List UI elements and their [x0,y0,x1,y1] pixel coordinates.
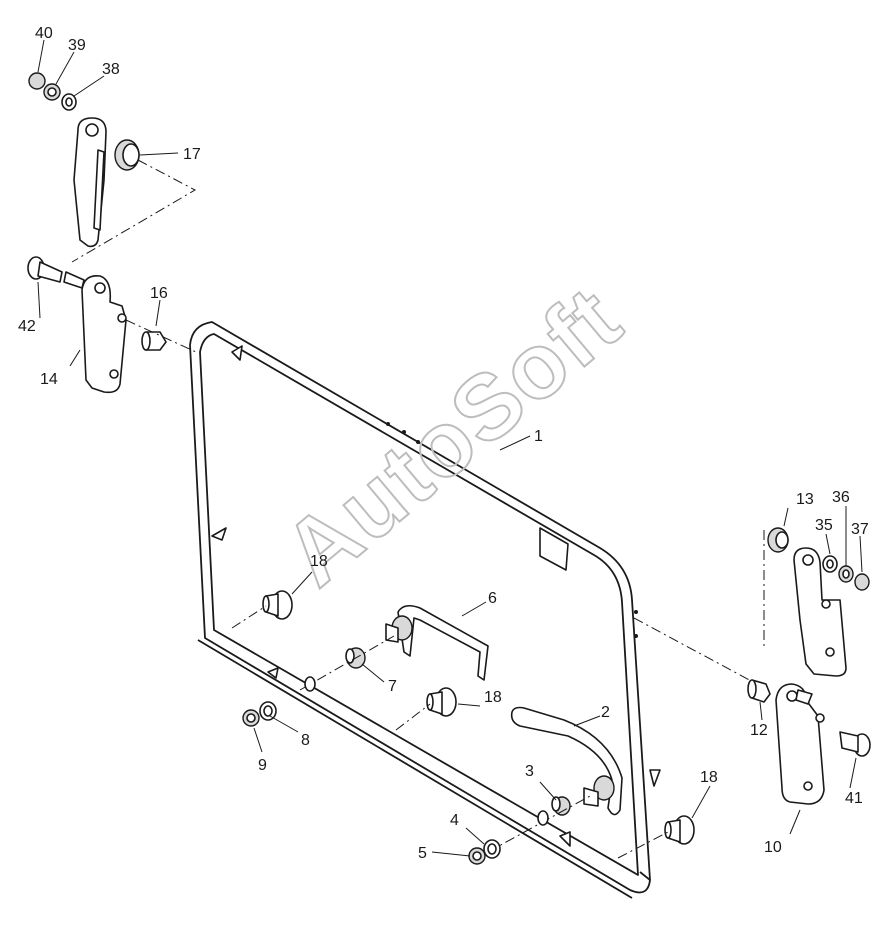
callout-4: 4 [450,812,459,829]
leader-lines [37,39,863,857]
callout-9: 9 [258,757,267,774]
fasteners-lower [242,676,549,865]
callout-35: 35 [815,517,833,534]
callout-39: 39 [68,37,86,54]
callout-16: 16 [150,285,168,302]
upper-left-hinge [28,72,197,263]
callout-18-left: 18 [310,553,328,570]
handle-part-2 [487,706,623,853]
callout-1: 1 [534,428,543,445]
callout-40: 40 [35,25,53,42]
callout-18-center: 18 [484,689,502,706]
callout-42: 42 [18,318,36,335]
frame-part-1 [189,321,661,899]
upper-right-hinge [633,527,870,691]
callout-8: 8 [301,732,310,749]
callout-38: 38 [102,61,120,78]
callout-13: 13 [796,491,814,508]
callout-10: 10 [764,839,782,856]
callout-12: 12 [750,722,768,739]
left-hinge-part-14 [27,256,197,394]
callout-2: 2 [601,704,610,721]
right-hinge-part-10 [747,679,871,805]
callout-41: 41 [845,790,863,807]
callout-17: 17 [183,146,201,163]
callout-18-right: 18 [700,769,718,786]
callout-numbers: 1 2 3 4 5 6 7 8 9 10 12 13 14 16 17 18 1… [18,25,869,862]
callout-5: 5 [418,845,427,862]
callout-36: 36 [832,489,850,506]
callout-14: 14 [40,371,58,388]
callout-7: 7 [388,678,397,695]
callout-37: 37 [851,521,869,538]
bumpers-part-18 [231,590,695,859]
callout-3: 3 [525,763,534,780]
handle-part-6 [299,604,489,691]
callout-6: 6 [488,590,497,607]
